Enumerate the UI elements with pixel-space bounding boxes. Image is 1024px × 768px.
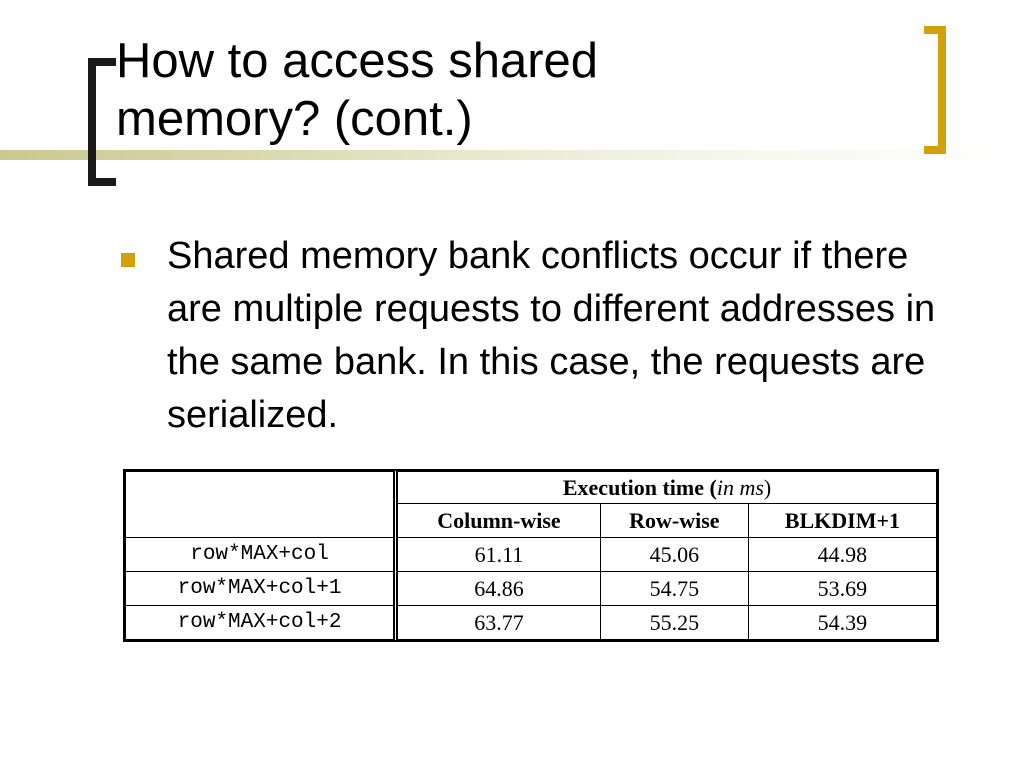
group-header-main: Execution time ( — [562, 474, 717, 500]
table-cell: 55.25 — [599, 605, 749, 640]
table-cell: 45.06 — [599, 537, 749, 572]
left-bracket-decoration — [88, 58, 116, 186]
table-cell: 54.39 — [747, 605, 938, 640]
column-header-column-wise: Column-wise — [395, 503, 601, 538]
column-header-row-wise: Row-wise — [599, 503, 749, 538]
table-cell: 63.77 — [395, 605, 601, 640]
execution-time-table: Execution time (in ms) Column-wise Row-w… — [123, 469, 939, 642]
table-cell: 54.75 — [599, 571, 749, 606]
bullet-square-icon — [121, 253, 135, 267]
table-cell: 53.69 — [747, 571, 938, 606]
table-group-header-row: Execution time (in ms) — [124, 471, 937, 538]
slide-title: How to access shared memory? (cont.) — [116, 32, 896, 148]
group-header-close: ) — [763, 474, 772, 500]
table-cell: 64.86 — [395, 571, 601, 606]
title-rule-line — [0, 150, 1024, 160]
column-header-blkdim: BLKDIM+1 — [747, 503, 938, 538]
right-bracket-decoration — [924, 26, 946, 154]
table-row: row*MAX+col+1 64.86 54.75 53.69 — [124, 571, 938, 606]
table-cell: 44.98 — [747, 537, 938, 572]
slide-title-line2: memory? (cont.) — [116, 92, 473, 146]
table-column-header-row: Column-wise Row-wise BLKDIM+1 — [126, 503, 938, 538]
execution-time-grid: Execution time (in ms) Column-wise Row-w… — [124, 471, 938, 640]
table-row: row*MAX+col 61.11 45.06 44.98 — [124, 537, 938, 572]
table-row: row*MAX+col+2 63.77 55.25 54.39 — [124, 605, 938, 640]
bullet-text: Shared memory bank conflicts occur if th… — [167, 235, 936, 436]
row-label: row*MAX+col+1 — [124, 571, 399, 606]
row-label: row*MAX+col+2 — [124, 605, 399, 640]
table-stub-cell — [124, 471, 399, 538]
row-label: row*MAX+col — [124, 537, 399, 572]
group-header-unit: in ms — [716, 474, 764, 500]
table-cell: 61.11 — [395, 537, 601, 572]
slide-title-line1: How to access shared — [116, 34, 599, 88]
group-header-execution-time: Execution time (in ms) — [395, 471, 937, 504]
